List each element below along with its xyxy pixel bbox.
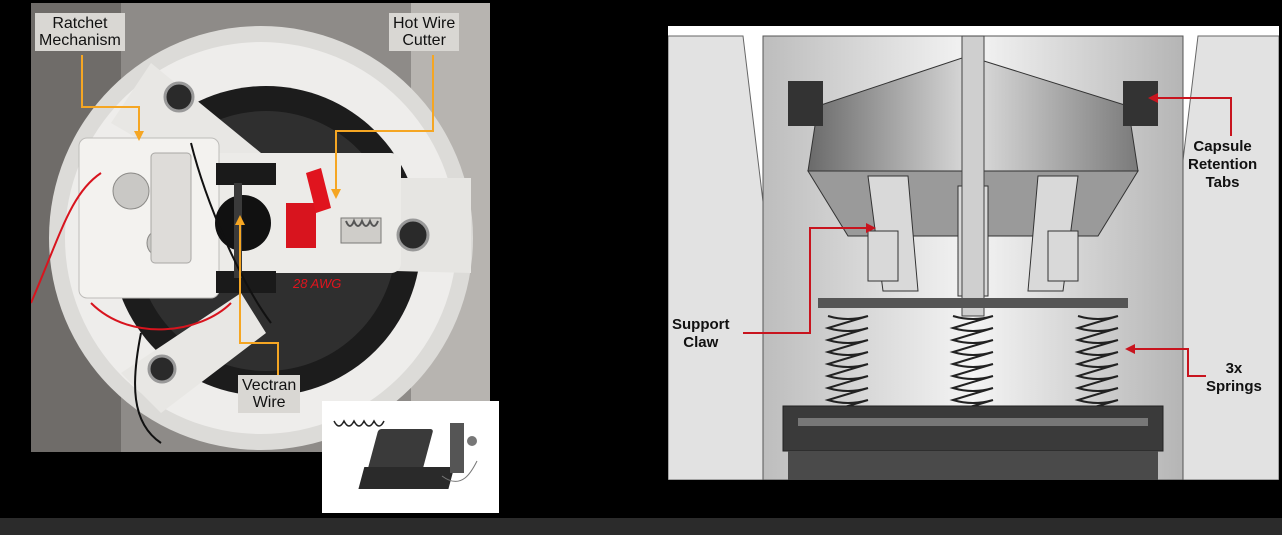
- capsule-label-line3: Tabs: [1205, 174, 1240, 191]
- vectran-label-line1: Vectran: [242, 377, 297, 394]
- support-label-line1: Support: [672, 316, 730, 333]
- support-label-line2: Claw: [683, 334, 719, 351]
- cutter-cad-drawing: [333, 419, 478, 489]
- cad-cross-section: Capsule Retention Tabs Support Claw 3x S…: [668, 26, 1279, 480]
- capsule-retention-tabs-label: Capsule Retention Tabs: [1188, 138, 1257, 192]
- callout-leaders: [81, 55, 434, 375]
- ratchet-label-line2: Mechanism: [39, 32, 121, 49]
- springs: [824, 315, 1119, 416]
- capsule-label-line1: Capsule: [1193, 138, 1252, 155]
- springs-label-line2: Springs: [1206, 378, 1262, 395]
- hotwire-label-line2: Cutter: [402, 32, 446, 49]
- support-claw-label: Support Claw: [672, 316, 730, 352]
- ratchet-block: [78, 137, 220, 299]
- bottom-bar: [0, 518, 1282, 535]
- capsule-label-line2: Retention: [1188, 156, 1258, 173]
- handwritten-gauge-label: 28 AWG: [292, 276, 341, 291]
- cad-drawing: [668, 26, 1279, 480]
- mechanism-photo-drawing: 28 AWG: [31, 3, 490, 452]
- springs-label: 3x Springs: [1206, 360, 1262, 396]
- hotwire-label-line1: Hot Wire: [393, 15, 456, 32]
- ratchet-mechanism-callout: Ratchet Mechanism: [35, 13, 125, 51]
- hot-wire-cutter-callout: Hot Wire Cutter: [389, 13, 460, 51]
- red-wire-block: [286, 203, 316, 248]
- mechanism-photo: 28 AWG Ratchet Mechanism Hot Wire Cutter…: [31, 3, 490, 452]
- springs-label-line1: 3x: [1225, 360, 1243, 377]
- ratchet-label-line1: Ratchet: [52, 15, 108, 32]
- vectran-label-line2: Wire: [252, 394, 286, 411]
- cutter-cad-inset: [322, 401, 499, 513]
- vectran-wire-callout: Vectran Wire: [238, 375, 301, 413]
- cad-callout-arrows: [743, 97, 1232, 377]
